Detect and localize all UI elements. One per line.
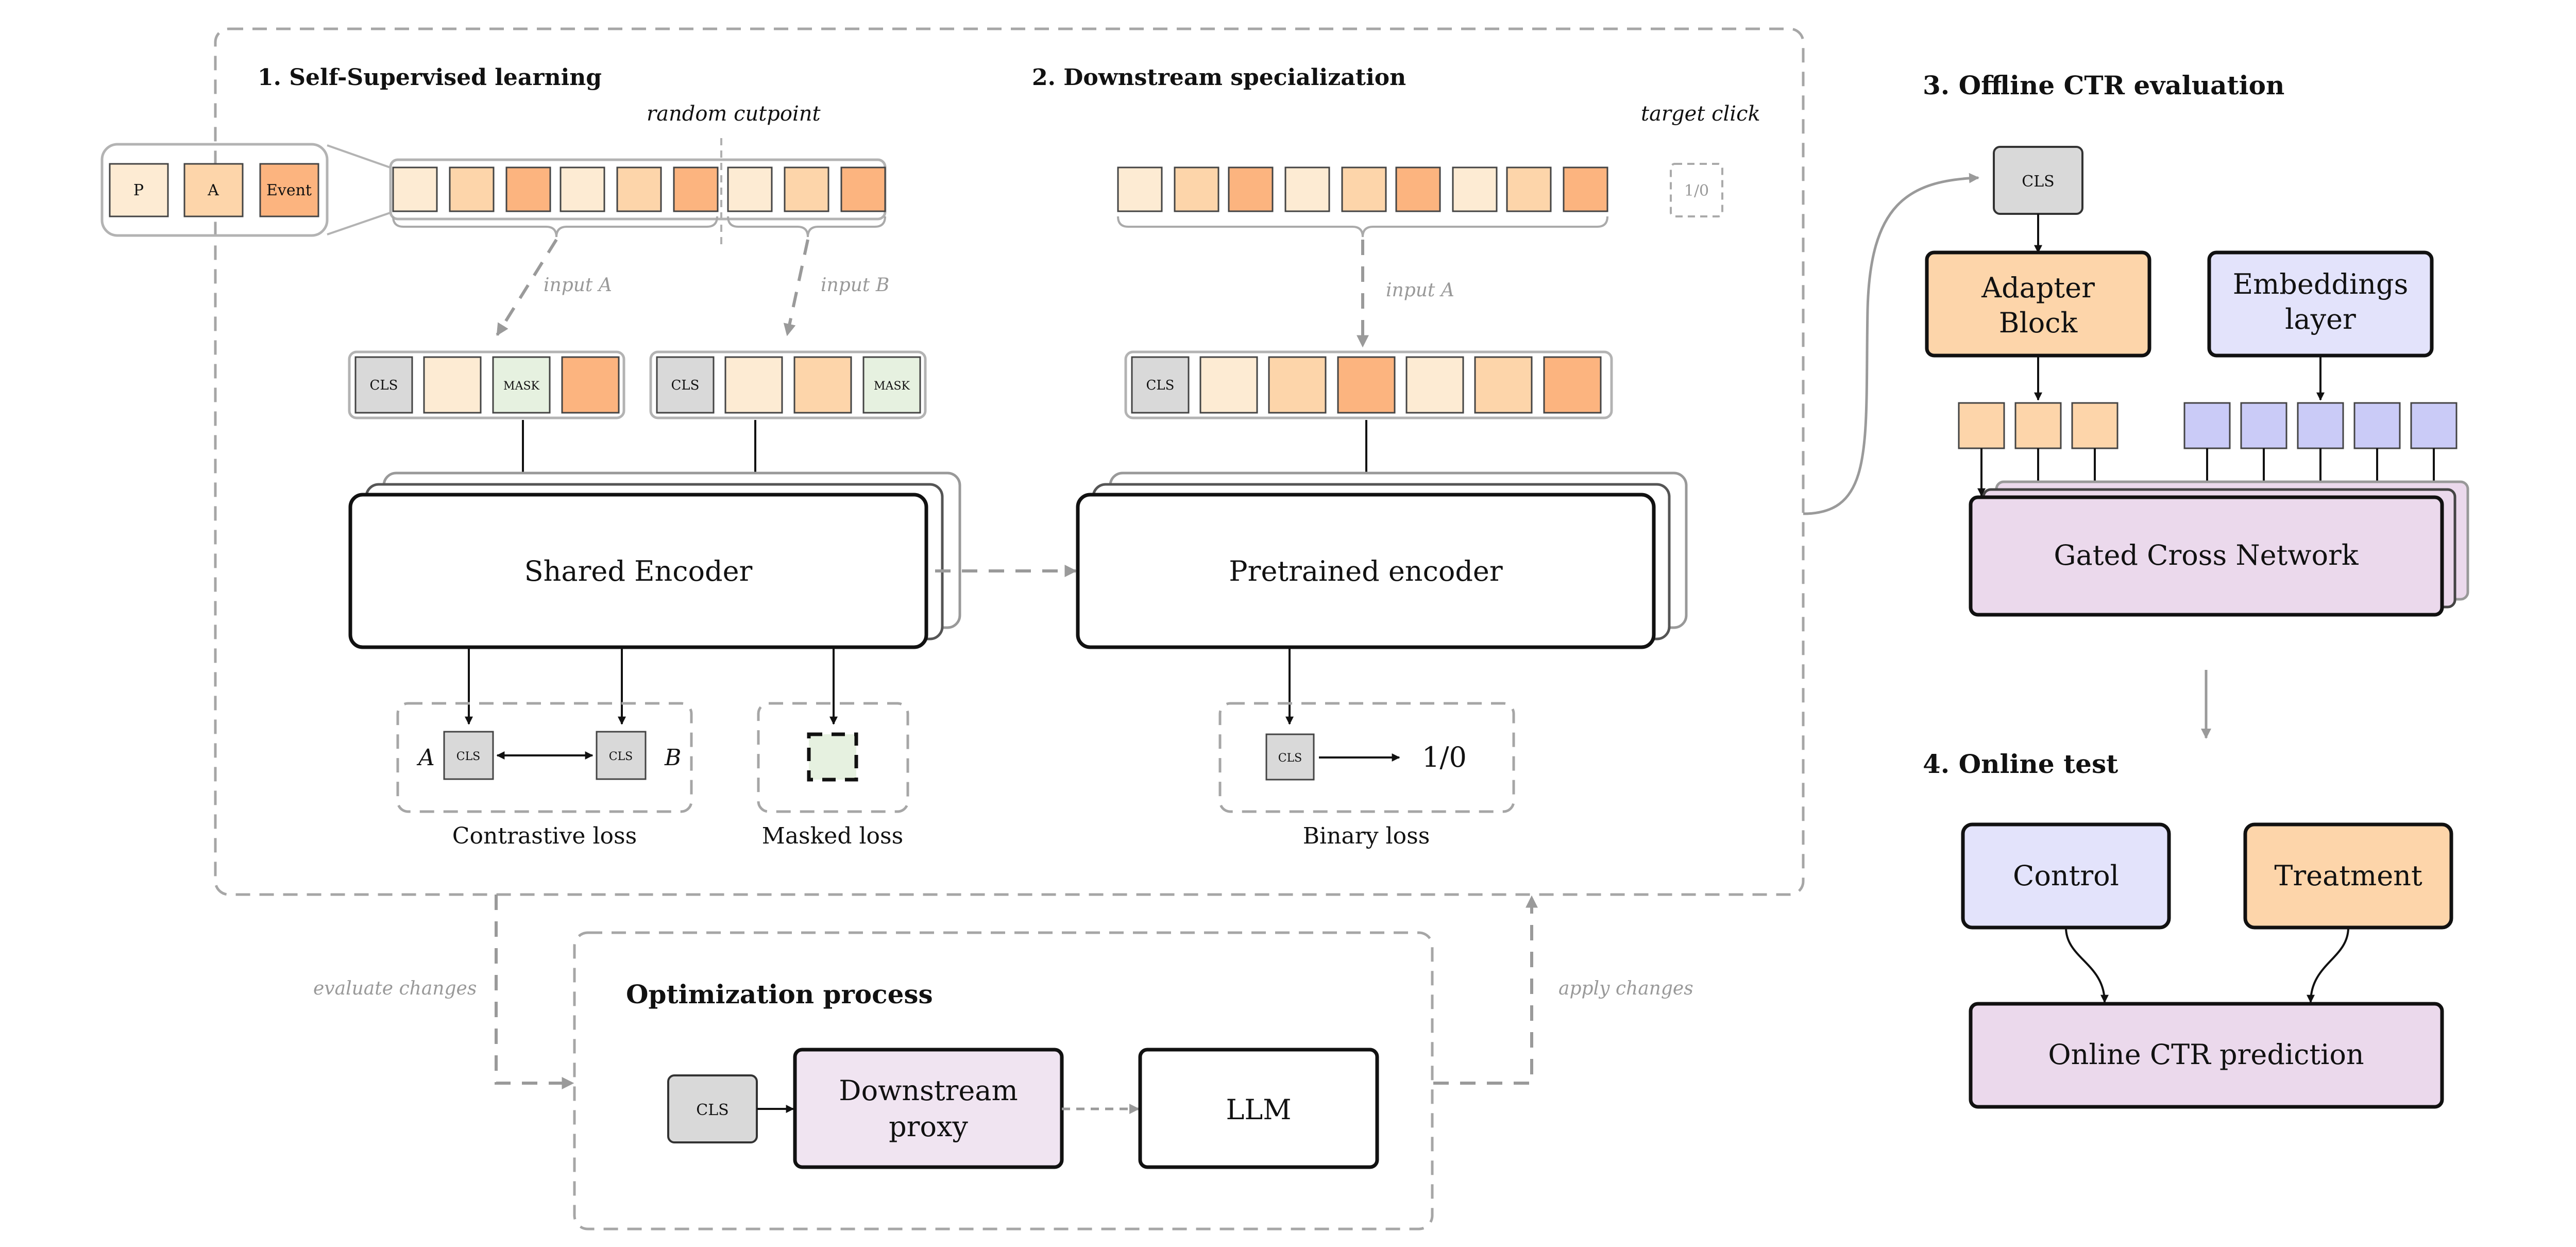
view-a-sequence: CLS MASK [354,356,620,414]
svg-text:MASK: MASK [503,380,539,393]
svg-text:CLS: CLS [609,750,633,763]
svg-text:Treatment: Treatment [2274,860,2422,892]
view-b-sequence: CLS MASK [656,356,921,414]
svg-text:Pretrained encoder: Pretrained encoder [1229,555,1503,587]
svg-text:Control: Control [2013,860,2119,892]
svg-text:Event: Event [266,181,312,199]
input-a-arrow [496,239,558,336]
contrastive-loss-label: Contrastive loss [452,823,637,849]
svg-text:Online CTR prediction: Online CTR prediction [2048,1038,2364,1071]
token-legend: P A Event [100,143,392,237]
svg-text:P: P [133,181,144,199]
masked-token [807,732,858,782]
binary-output: 1/0 [1422,741,1467,773]
svg-text:CLS: CLS [456,750,481,763]
svg-text:MASK: MASK [874,380,910,393]
downstream-heading: 2. Downstream specialization [1032,64,1406,91]
offline-heading: 3. Offline CTR evaluation [1923,70,2284,100]
binary-loss-label: Binary loss [1303,823,1430,849]
ssl-heading: 1. Self-Supervised learning [258,64,602,91]
svg-text:Gated Cross Network: Gated Cross Network [2054,539,2359,571]
svg-text:A: A [207,181,219,199]
apply-changes-arrow [1433,895,1538,1085]
embedding-tokens [2183,402,2458,449]
optimization-frame [573,931,1434,1231]
token-a [183,163,244,217]
token-event [259,163,319,217]
svg-text:CLS: CLS [370,378,398,393]
downstream-input-sequence: CLS [1131,356,1602,414]
svg-text:Adapter: Adapter [1981,272,2095,304]
svg-text:Block: Block [1999,307,2078,339]
gated-cross-network: Gated Cross Network [1969,480,2469,617]
svg-text:Shared Encoder: Shared Encoder [524,555,753,587]
input-b-arrow [783,239,809,336]
adapter-block [1925,250,2151,358]
binary-loss-box [1218,702,1515,813]
to-offline-arrow [1803,173,1979,515]
contrastive-loss-box [396,702,693,813]
svg-text:A: A [416,745,435,771]
input-b-label: input B [821,275,889,296]
pretrained-encoder: Pretrained encoder [1076,471,1688,649]
svg-text:CLS: CLS [1278,752,1302,765]
svg-text:proxy: proxy [889,1110,968,1143]
evaluate-changes-label: evaluate changes [313,978,477,999]
ssl-sequence [392,166,886,212]
optimization-heading: Optimization process [626,979,933,1009]
brace-downstream [1117,216,1608,238]
svg-text:CLS: CLS [2022,173,2054,191]
input-a-label: input A [544,275,612,296]
svg-text:CLS: CLS [1146,378,1175,393]
brace-a [392,216,718,238]
random-cutpoint-label: random cutpoint [647,102,821,126]
svg-text:layer: layer [2285,303,2356,335]
online-heading: 4. Online test [1923,749,2118,779]
llm-box [1138,1048,1379,1169]
svg-text:input A: input A [1386,280,1454,301]
pretraining-frame [214,27,1805,896]
shared-encoder: Shared Encoder [348,471,961,649]
apply-changes-label: apply changes [1558,978,1693,999]
token-p [109,163,169,217]
downstream-proxy-box [793,1048,1064,1169]
masked-loss-box [757,702,909,813]
svg-text:CLS: CLS [671,378,700,393]
brace-b [727,216,886,238]
svg-text:1/0: 1/0 [1684,182,1709,200]
svg-text:LLM: LLM [1226,1093,1291,1126]
target-click-label: target click [1641,102,1760,126]
masked-loss-label: Masked loss [762,823,903,849]
svg-text:B: B [664,745,681,771]
svg-text:Embeddings: Embeddings [2233,268,2409,300]
downstream-sequence [1117,166,1608,212]
evaluate-changes-arrow [495,895,574,1089]
svg-text:Downstream: Downstream [839,1074,1018,1107]
svg-text:CLS: CLS [696,1101,728,1119]
adapter-tokens [1958,402,2119,449]
online-ctr-box [1969,1002,2444,1109]
